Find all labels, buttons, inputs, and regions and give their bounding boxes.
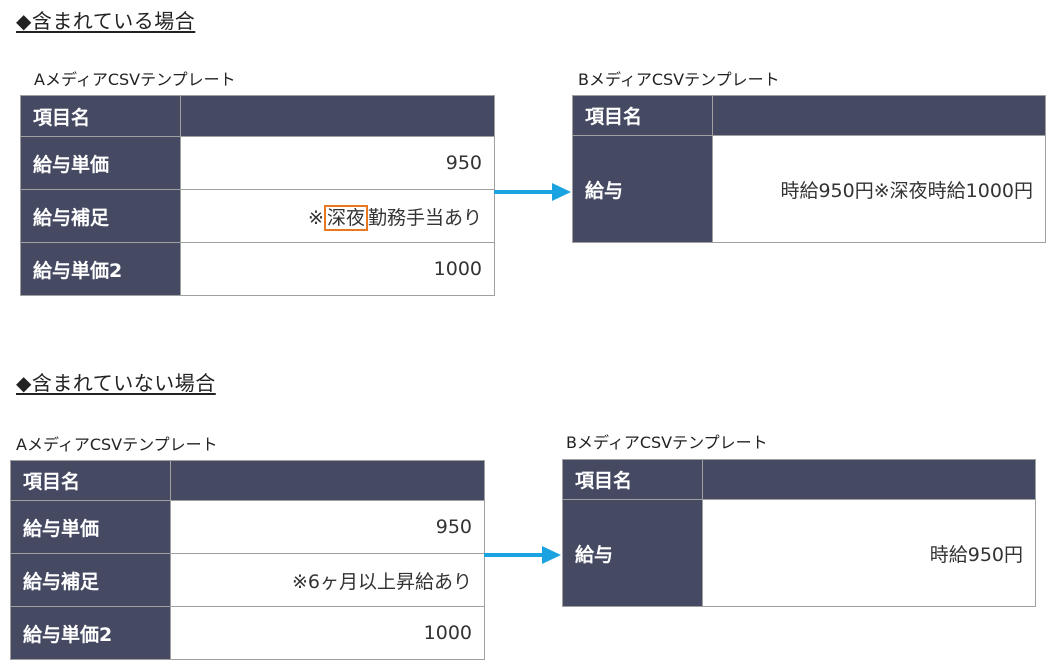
a-template-caption: AメディアCSVテンプレート	[34, 70, 236, 89]
table-row: 給与補足 ※深夜勤務手当あり	[20, 189, 495, 243]
value-prefix: ※	[308, 206, 324, 229]
row-label: 給与単価	[20, 136, 181, 190]
row-value: 1000	[170, 606, 485, 660]
arrow-right-icon	[484, 546, 561, 564]
table-header-row: 項目名	[20, 95, 495, 137]
b-template-table: 項目名 給与 時給950円※深夜時給1000円	[572, 95, 1046, 243]
row-value: ※6ヶ月以上昇給あり	[170, 553, 485, 607]
row-value: 950	[180, 136, 495, 190]
b-template-table: 項目名 給与 時給950円	[562, 459, 1036, 607]
table-header-row: 項目名	[562, 459, 1036, 500]
column-header-item-name: 項目名	[10, 460, 171, 501]
row-value: 時給950円	[702, 499, 1036, 607]
column-header-item-name: 項目名	[562, 459, 703, 500]
column-header-item-name: 項目名	[572, 95, 713, 136]
row-label: 給与単価	[10, 500, 171, 554]
row-label: 給与補足	[20, 189, 181, 243]
table-row: 給与補足 ※6ヶ月以上昇給あり	[10, 553, 485, 607]
row-label: 給与	[572, 135, 713, 243]
row-label: 給与単価2	[10, 606, 171, 660]
table-row: 給与単価2 1000	[10, 606, 485, 660]
a-template-caption: AメディアCSVテンプレート	[16, 435, 218, 454]
table-row: 給与単価 950	[10, 500, 485, 554]
table-header-row: 項目名	[572, 95, 1046, 136]
table-header-row: 項目名	[10, 460, 485, 501]
column-header-empty	[702, 459, 1036, 500]
table-row: 給与単価 950	[20, 136, 495, 190]
highlighted-keyword: 深夜	[323, 204, 368, 231]
column-header-empty	[712, 95, 1046, 136]
table-row: 給与 時給950円	[562, 499, 1036, 607]
a-template-table: 項目名 給与単価 950 給与補足 ※深夜勤務手当あり 給与単価2 1000	[20, 95, 495, 296]
arrow-right-icon	[494, 183, 571, 201]
table-row: 給与 時給950円※深夜時給1000円	[572, 135, 1046, 243]
row-value: 時給950円※深夜時給1000円	[712, 135, 1046, 243]
a-template-table: 項目名 給与単価 950 給与補足 ※6ヶ月以上昇給あり 給与単価2 1000	[10, 460, 485, 660]
b-template-caption: BメディアCSVテンプレート	[578, 70, 780, 89]
row-label: 給与単価2	[20, 242, 181, 296]
row-value: 950	[170, 500, 485, 554]
table-row: 給与単価2 1000	[20, 242, 495, 296]
column-header-item-name: 項目名	[20, 95, 181, 137]
value-suffix: 勤務手当あり	[367, 206, 482, 229]
column-header-empty	[180, 95, 495, 137]
row-label: 給与	[562, 499, 703, 607]
row-value: 1000	[180, 242, 495, 296]
row-label: 給与補足	[10, 553, 171, 607]
section-heading-not-included: ◆含まれていない場合	[16, 371, 216, 395]
row-value: ※深夜勤務手当あり	[180, 189, 495, 243]
section-heading-included: ◆含まれている場合	[16, 9, 196, 33]
b-template-caption: BメディアCSVテンプレート	[566, 433, 768, 452]
column-header-empty	[170, 460, 485, 501]
